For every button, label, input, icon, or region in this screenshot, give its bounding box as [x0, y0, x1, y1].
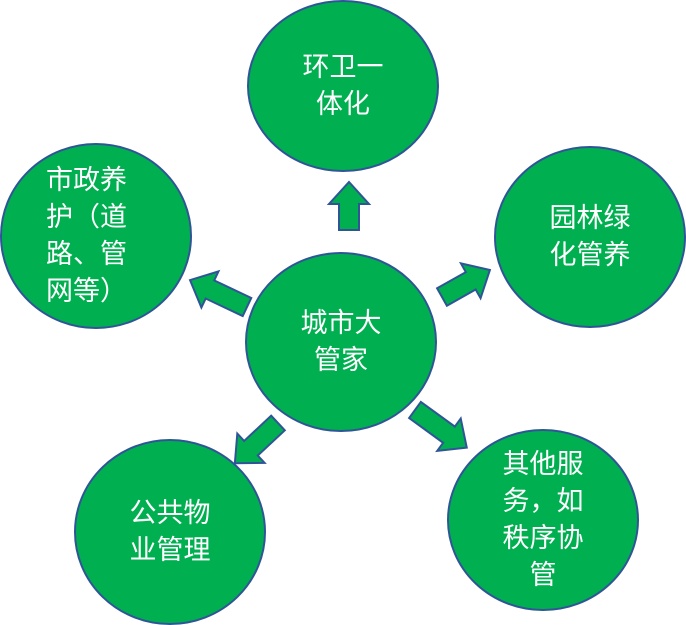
node-circle-landscaping	[494, 146, 686, 328]
node-label-property: 公共物 业管理	[75, 440, 265, 624]
node-circle-sanitation	[247, 0, 439, 172]
node-circle-property	[74, 439, 266, 625]
arrow-to-landscaping-icon	[435, 261, 492, 308]
node-label-line: 园林绿	[549, 203, 631, 234]
node-label-line: 环卫一	[302, 52, 384, 83]
center-label-line: 管家	[314, 345, 368, 376]
node-circle-municipal	[0, 143, 192, 329]
node-label-municipal: 市政养 护（道 路、管 网等）	[0, 144, 192, 328]
arrow-to-sanitation-icon	[326, 180, 372, 231]
node-label-landscaping: 园林绿 化管养	[495, 147, 685, 327]
node-label-line: 其他服	[502, 449, 584, 480]
center-label-line: 城市大	[300, 308, 382, 339]
node-label-line: 管	[529, 560, 557, 591]
node-label-line: 市政养	[46, 165, 127, 196]
arrow-to-other-icon	[407, 400, 468, 453]
arrow-to-property-icon	[233, 414, 287, 465]
node-label-line: 路、管	[46, 239, 127, 270]
center-circle	[245, 252, 437, 432]
node-circle-other	[447, 429, 639, 611]
node-label-line: 化管养	[549, 240, 631, 271]
node-label-line: 体化	[316, 89, 370, 120]
node-label-sanitation: 环卫一 体化	[248, 0, 438, 172]
node-label-other: 其他服 务，如 秩序协 管	[448, 430, 638, 610]
node-label-line: 务，如	[502, 486, 584, 517]
node-label-line: 业管理	[129, 535, 211, 566]
arrow-to-municipal-icon	[188, 269, 253, 318]
center-label: 城市大 管家	[246, 253, 436, 431]
node-label-line: 公共物	[129, 498, 211, 529]
node-label-line: 秩序协	[502, 523, 584, 554]
node-label-line: 网等）	[46, 276, 127, 307]
node-label-line: 护（道	[46, 202, 127, 233]
